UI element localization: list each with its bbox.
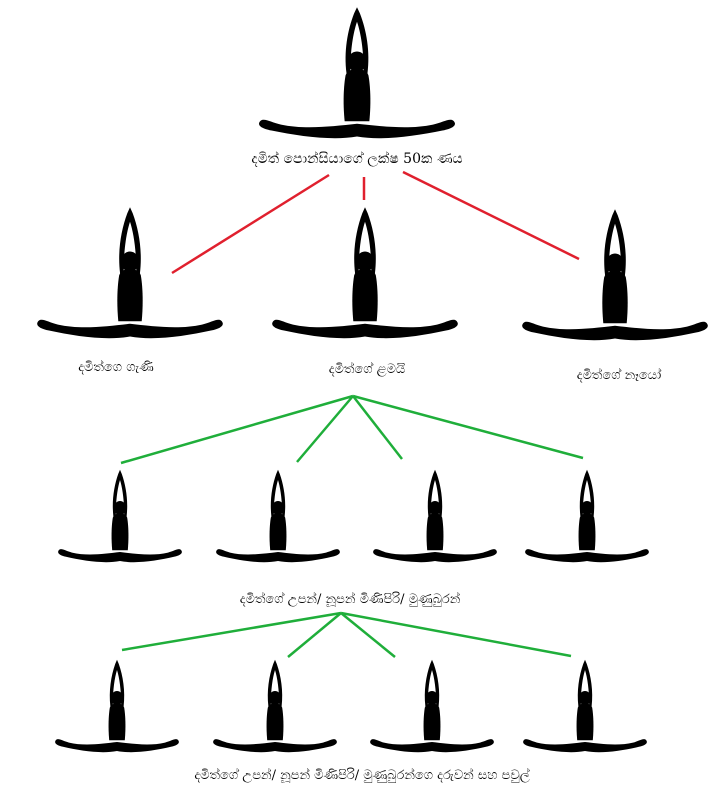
node-label-children: දමිත්ගේ ළමයි bbox=[329, 361, 406, 377]
figure-children bbox=[272, 207, 458, 339]
figure-level4-3 bbox=[370, 659, 494, 753]
connector-root-wife bbox=[171, 173, 330, 275]
node-label-level4: දමිත්ගේ උපන්/ නූපන් මිණිපිරි/ මුණුබුරන්ග… bbox=[194, 767, 529, 783]
connector-l2-l3d bbox=[352, 394, 584, 460]
node-label-root: දමිත් පොන්සියාගේ ලක්ෂ 50ක ණය bbox=[251, 151, 462, 167]
figure-level3-2 bbox=[216, 469, 340, 563]
connector-l3-l4b bbox=[287, 612, 342, 658]
connector-l2-l3b bbox=[296, 395, 354, 463]
connector-lines-level3 bbox=[120, 394, 584, 465]
figure-level3-1 bbox=[58, 469, 182, 563]
connector-lines-level4 bbox=[121, 611, 572, 658]
node-label-wife: දමිත්ගෙ ගැණි bbox=[78, 359, 154, 375]
connector-l3-l4d bbox=[340, 611, 572, 658]
figure-relatives bbox=[522, 209, 708, 341]
figure-level3-3 bbox=[373, 469, 497, 563]
node-label-level3: දමිත්ගේ උපන්/ නූපන් මිණිපිරි/ මුණුබුරන් bbox=[240, 591, 461, 607]
figure-wife bbox=[37, 207, 223, 339]
connector-l2-l3c bbox=[352, 395, 403, 460]
connector-root-relatives bbox=[402, 170, 580, 261]
connector-lines-top bbox=[171, 170, 580, 275]
connector-l3-l4c bbox=[340, 612, 396, 658]
figure-level4-2 bbox=[213, 659, 337, 753]
figure-level4-4 bbox=[523, 659, 647, 753]
figure-level4-1 bbox=[55, 659, 179, 753]
node-label-relatives: දමිත්ගේ නෑයෝ bbox=[577, 367, 662, 383]
figure-level3-4 bbox=[525, 469, 649, 563]
connector-l3-l4a bbox=[121, 611, 342, 652]
connector-l2-l3a bbox=[120, 394, 354, 465]
figure-root: split-pose-figure-icon bbox=[259, 7, 455, 139]
